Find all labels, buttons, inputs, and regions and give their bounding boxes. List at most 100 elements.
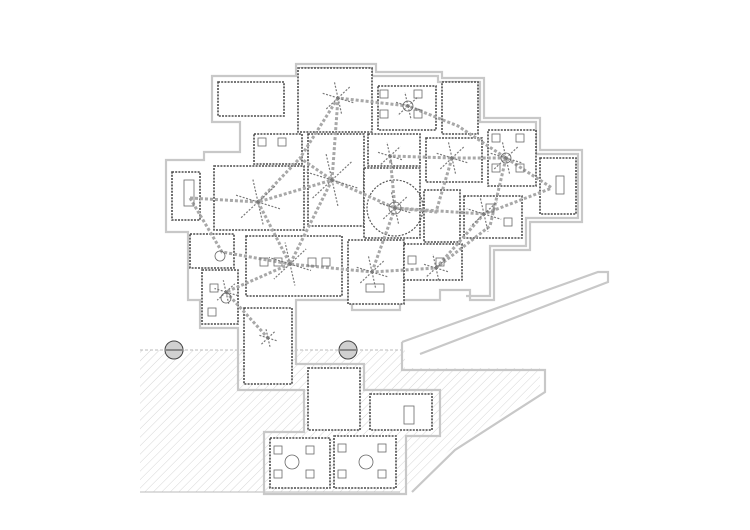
table-icon [358,454,374,470]
hub-node-icon [214,250,226,262]
table-icon [515,163,525,173]
spoke-line [325,152,333,181]
room-west-large [213,165,305,231]
spoke-line [389,155,394,170]
spoke-line [337,97,343,114]
spoke-line [451,146,465,159]
spoke-line [284,242,291,265]
spoke-line [479,196,485,215]
spoke-line [432,254,437,269]
furniture [207,89,525,479]
table-icon [273,469,283,479]
spoke-line [322,92,339,99]
spoke-line [439,157,453,170]
spoke-line [451,157,468,164]
spoke-line [239,201,259,219]
spoke-line [435,267,440,282]
hub-node-icon [376,142,404,170]
spoke-line [390,192,396,209]
spoke-line [325,97,339,110]
table-icon [284,454,300,470]
hub-node-icon [394,92,422,120]
spoke-line [333,82,339,99]
hub-node-icon [422,254,450,282]
spoke-line [311,179,333,200]
spoke-line [265,328,269,339]
spoke-line [371,271,388,278]
room-center-east [425,137,483,183]
spoke-line [389,155,404,161]
spoke-line [234,194,259,203]
spoke-line [407,105,422,111]
spoke-line [267,337,278,342]
spoke-line [501,142,507,159]
hub-node-icon [220,292,232,304]
bench-icon [365,283,385,293]
table-icon [209,283,219,293]
spoke-line [268,256,291,265]
spoke-line [505,157,522,164]
spoke-line [435,258,447,269]
spoke-line [505,157,511,174]
columns [164,340,358,360]
bench-icon [183,179,195,207]
room-north-east [441,81,479,135]
room-lobby [307,367,361,431]
table-icon [407,255,417,265]
table-icon [305,445,315,455]
spoke-line [379,155,391,166]
circulation-hubs [214,82,522,348]
spoke-line [331,179,359,189]
bench-icon [555,175,565,195]
spoke-line [273,263,291,280]
table-icon [413,109,423,119]
spoke-line [505,146,519,159]
spoke-line [394,101,409,107]
spoke-line [252,178,259,203]
room-center-corridor [423,189,461,243]
table-icon [277,137,287,147]
spoke-line [436,152,453,159]
spoke-line [466,208,485,215]
table-icon [435,257,445,267]
room-east-lower [463,195,523,239]
spoke-line [451,157,457,174]
spoke-line [289,263,312,272]
spoke-line [394,207,400,224]
spoke-line [289,263,296,286]
benches [183,175,565,425]
room-north-west [217,81,285,117]
spoke-line [470,213,485,227]
room-entry [369,393,433,431]
table-icon [307,257,317,267]
hub-node-icon [500,152,512,164]
table-icon [257,137,267,147]
spoke-line [483,213,489,232]
spoke-line [397,105,409,116]
spoke-line [337,86,351,99]
table-icon [485,203,495,213]
round-court [366,179,424,237]
spoke-line [404,92,409,107]
room-west-small [171,171,201,221]
table-icon [491,133,501,143]
spoke-line [356,266,373,273]
room-central-hall [307,133,365,227]
hub-node-icon [402,100,414,112]
spoke-line [257,185,277,203]
hub-node-icon [305,152,359,208]
spoke-line [331,179,339,208]
site-boundary-wall [400,270,610,493]
table-icon [377,443,387,453]
spoke-line [371,260,385,273]
table-icon [491,163,501,173]
hub-node-icon [490,142,522,174]
hub-node-icon [258,328,278,348]
hub-node-icon [234,178,282,226]
table-icon [413,89,423,99]
table-icon [273,445,283,455]
table-icon [379,109,389,119]
table-icon [377,469,387,479]
hub-node-icon [268,242,312,286]
